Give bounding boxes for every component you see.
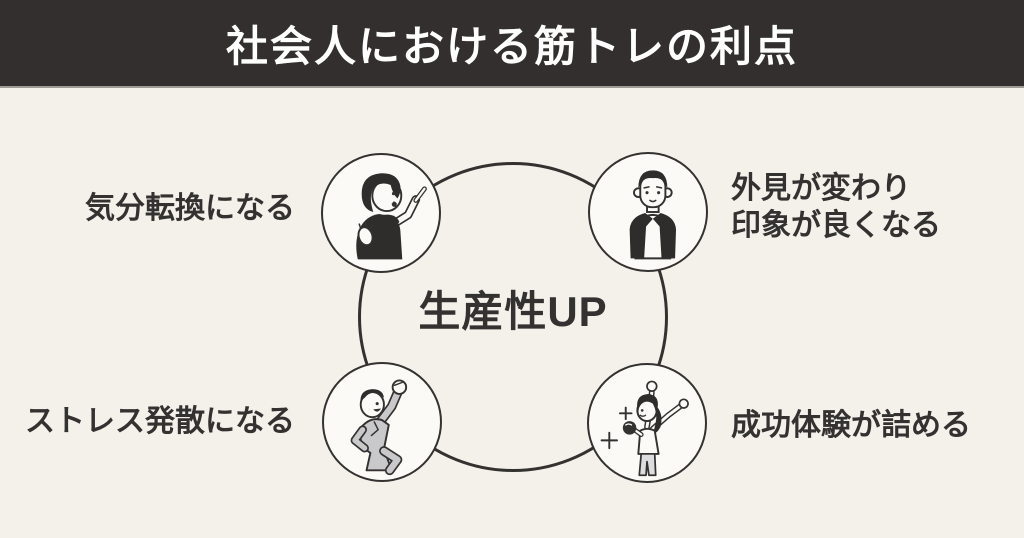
page-title: 社会人における筋トレの利点 xyxy=(225,22,798,70)
cheering-man-icon xyxy=(350,379,408,476)
diagram-area: 生産性UP xyxy=(0,88,1024,538)
node-circle-mood-change xyxy=(321,153,441,273)
header-bar: 社会人における筋トレの利点 xyxy=(0,0,1024,88)
label-stress-relief: ストレス発散になる xyxy=(25,405,295,438)
node-circle-appearance xyxy=(588,152,708,272)
label-appearance: 外見が変わり 印象が良くなる xyxy=(731,172,941,242)
center-label: 生産性UP xyxy=(418,288,608,335)
label-mood-change: 気分転換になる xyxy=(85,192,295,225)
celebrating-woman-icon xyxy=(600,380,689,477)
node-circle-success xyxy=(587,363,707,483)
label-success: 成功体験が詰める xyxy=(731,409,971,442)
node-circle-stress-relief xyxy=(322,362,442,482)
suited-man-icon xyxy=(629,170,677,260)
productivity-ring xyxy=(358,162,668,472)
pointing-person-icon xyxy=(356,173,427,260)
